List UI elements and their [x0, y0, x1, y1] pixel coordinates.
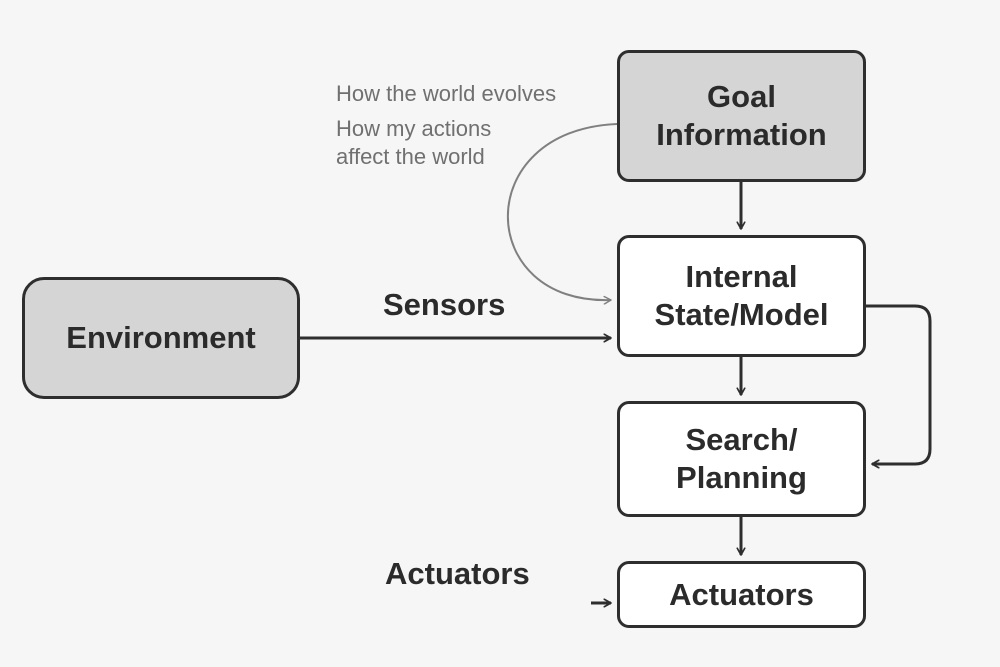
edge-goal-feedback-curve [506, 123, 618, 305]
actuators-node-label: Actuators [669, 576, 814, 612]
goal-label-line-2: Information [656, 117, 827, 152]
environment-node: Environment [22, 277, 300, 399]
search-label-line-1: Search/ [685, 422, 798, 457]
goal-label-line-1: Goal [707, 79, 776, 114]
internal-label-line-2: State/Model [654, 297, 829, 332]
edge-internal-loop-to-search [866, 304, 932, 464]
internal-state-model-node: Internal State/Model [617, 235, 866, 357]
actuators-edge-label: Actuators [385, 556, 530, 591]
note-actions-affect-line-1: How my actions [336, 116, 492, 141]
search-label-line-2: Planning [676, 460, 807, 495]
actuators-node: Actuators [617, 561, 866, 628]
note-actions-affect-line-2: affect the world [336, 144, 485, 169]
note-world-evolves: How the world evolves [336, 81, 557, 106]
environment-label: Environment [66, 320, 256, 355]
sensors-edge-label: Sensors [383, 287, 506, 322]
goal-information-node: Goal Information [617, 50, 866, 182]
search-planning-node: Search/ Planning [617, 401, 866, 517]
internal-label-line-1: Internal [685, 259, 798, 294]
note-actions-affect: How my actions affect the world [336, 115, 491, 171]
